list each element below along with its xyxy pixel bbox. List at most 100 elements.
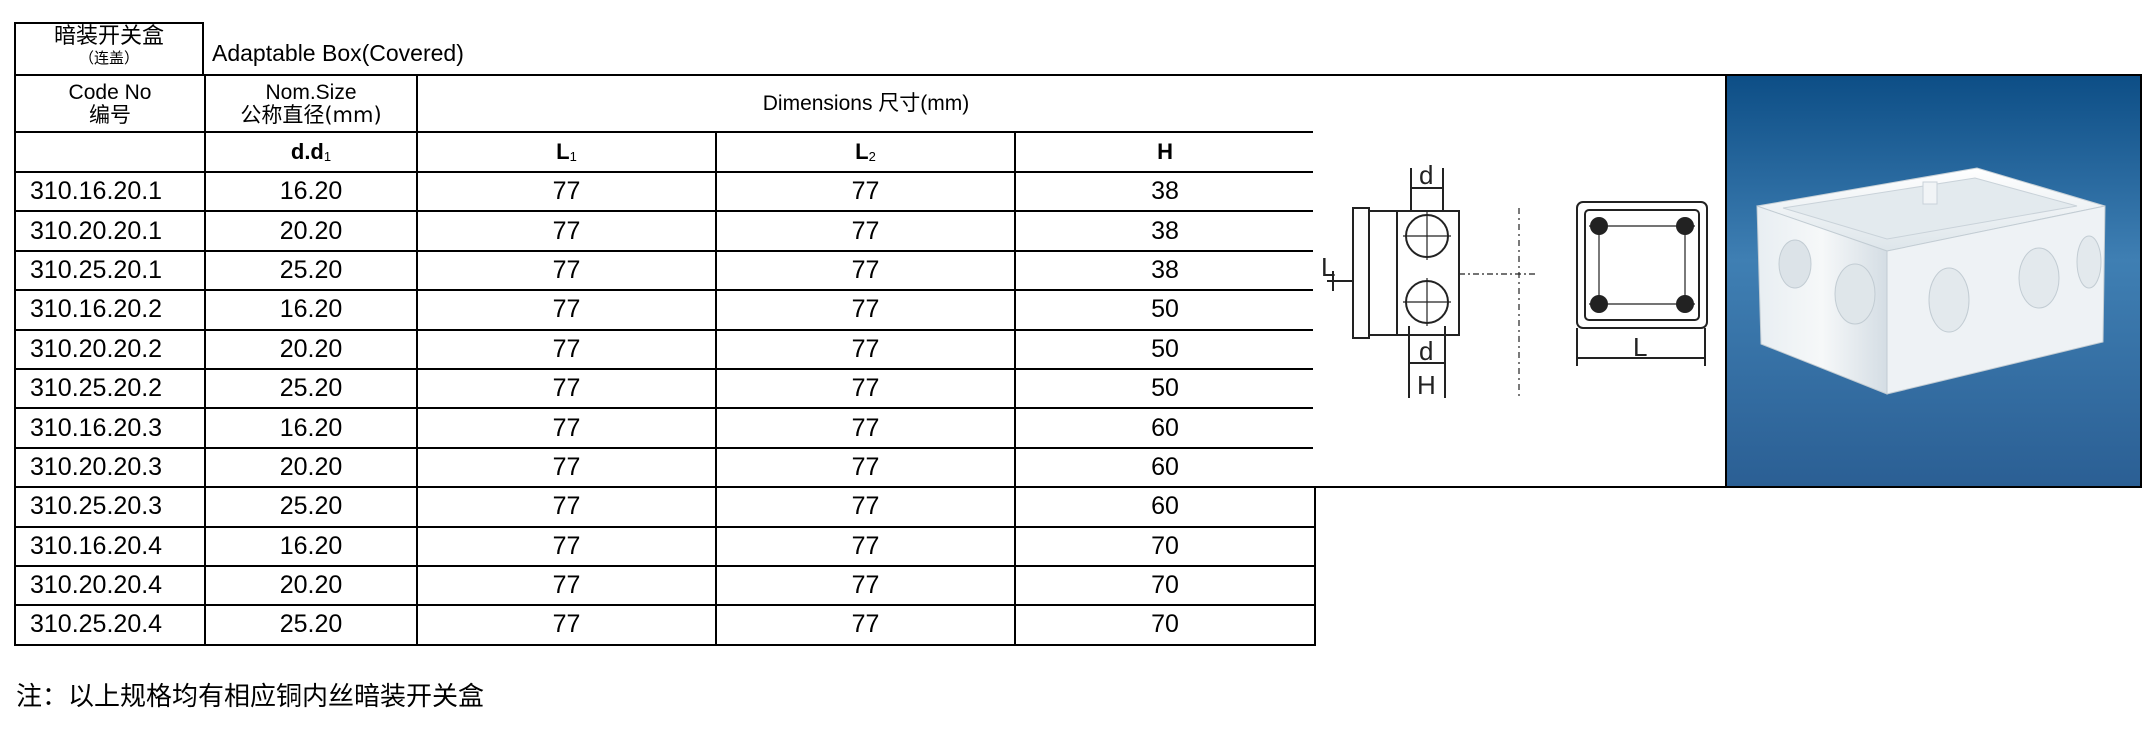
- table-row: 310.20.20.4 20.20 77 77 70: [14, 564, 1317, 607]
- table-subheader-row: d.d1 L1 L2 H: [14, 131, 1317, 173]
- cell-l2: 77: [715, 486, 1016, 528]
- cell-l1: 77: [416, 210, 717, 252]
- cell-code: 310.20.20.3: [14, 446, 206, 489]
- cell-l1: 77: [416, 486, 717, 528]
- footnote: 注：以上规格均有相应铜内丝暗装开关盒: [16, 682, 485, 712]
- cell-h: 38: [1013, 210, 1317, 252]
- cell-l2: 77: [715, 170, 1016, 213]
- table-row: 310.20.20.2 20.20 77 77 50: [14, 328, 1317, 370]
- cell-code: 310.20.20.2: [14, 328, 206, 370]
- cell-nom: 16.20: [204, 525, 418, 567]
- label-d1: d: [1419, 160, 1433, 190]
- cell-nom: 20.20: [204, 564, 418, 607]
- table-row: 310.25.20.2 25.20 77 77 50: [14, 367, 1317, 410]
- cell-h: 38: [1013, 249, 1317, 292]
- product-photo: [1725, 74, 2142, 488]
- header-nom: Nom.Size 公称直径(mm): [204, 74, 418, 133]
- cell-l2: 77: [715, 446, 1016, 489]
- label-l2: L: [1633, 332, 1647, 362]
- cell-l2: 77: [715, 604, 1016, 646]
- label-l1: L: [1321, 252, 1335, 282]
- table-row: 310.25.20.4 25.20 77 77 70: [14, 604, 1317, 646]
- screw-post-bottom-left: [1590, 295, 1608, 313]
- cell-nom: 16.20: [204, 407, 418, 449]
- title-en: Adaptable Box(Covered): [212, 40, 464, 66]
- cell-h: 60: [1013, 446, 1317, 489]
- subheader-l2: L2: [715, 131, 1016, 173]
- technical-drawing-panel: d d H L L: [1313, 74, 1727, 488]
- cell-h: 70: [1013, 525, 1317, 567]
- front-view-inner: [1584, 209, 1700, 321]
- cell-l2: 77: [715, 289, 1016, 331]
- cell-l1: 77: [416, 407, 717, 449]
- cell-code: 310.25.20.4: [14, 604, 206, 646]
- title-zh-box: 暗装开关盒 （连盖）: [14, 22, 204, 74]
- cell-l1: 77: [416, 367, 717, 410]
- table-row: 310.25.20.3 25.20 77 77 60: [14, 486, 1317, 528]
- cell-l1: 77: [416, 564, 717, 607]
- cell-code: 310.25.20.3: [14, 486, 206, 528]
- header-nom-zh: 公称直径(mm): [240, 102, 382, 127]
- cell-nom: 25.20: [204, 604, 418, 646]
- cell-nom: 20.20: [204, 328, 418, 370]
- cell-code: 310.16.20.1: [14, 170, 206, 213]
- header-nom-en: Nom.Size: [265, 80, 357, 104]
- cell-code: 310.25.20.1: [14, 249, 206, 292]
- cell-h: 70: [1013, 564, 1317, 607]
- cell-h: 50: [1013, 367, 1317, 410]
- cell-l1: 77: [416, 289, 717, 331]
- screw-post-top-right: [1676, 217, 1694, 235]
- table-row: 310.16.20.2 16.20 77 77 50: [14, 289, 1317, 331]
- cell-nom: 20.20: [204, 210, 418, 252]
- cell-nom: 25.20: [204, 486, 418, 528]
- cell-l2: 77: [715, 367, 1016, 410]
- cell-code: 310.20.20.1: [14, 210, 206, 252]
- cell-l2: 77: [715, 564, 1016, 607]
- label-d: d: [1419, 336, 1433, 366]
- cell-code: 310.25.20.2: [14, 367, 206, 410]
- side-view-body: [1396, 210, 1460, 336]
- title-zh-sub: （连盖）: [78, 49, 139, 67]
- cell-nom: 20.20: [204, 446, 418, 489]
- cell-h: 60: [1013, 486, 1317, 528]
- cell-code: 310.16.20.4: [14, 525, 206, 567]
- subheader-h: H: [1013, 131, 1317, 173]
- cell-l1: 77: [416, 249, 717, 292]
- technical-drawing: d d H L L: [1321, 160, 1708, 400]
- cell-l1: 77: [416, 604, 717, 646]
- side-view-flange: [1352, 207, 1370, 339]
- front-view-outer: [1576, 201, 1708, 329]
- side-view-lip: [1368, 210, 1398, 336]
- spec-table: Code No 编号 Nom.Size 公称直径(mm) Dimensions …: [14, 74, 1317, 646]
- subheader-l1: L1: [416, 131, 717, 173]
- header-code-zh: 编号: [89, 102, 131, 127]
- cell-nom: 25.20: [204, 249, 418, 292]
- cell-code: 310.20.20.4: [14, 564, 206, 607]
- cell-l2: 77: [715, 210, 1016, 252]
- cell-h: 50: [1013, 328, 1317, 370]
- cell-l1: 77: [416, 446, 717, 489]
- cell-h: 70: [1013, 604, 1317, 646]
- table-header-row: Code No 编号 Nom.Size 公称直径(mm) Dimensions …: [14, 74, 1317, 133]
- cell-l1: 77: [416, 170, 717, 213]
- cell-h: 60: [1013, 407, 1317, 449]
- cell-code: 310.16.20.3: [14, 407, 206, 449]
- label-h: H: [1417, 370, 1436, 400]
- subheader-blank: [14, 131, 206, 173]
- cell-code: 310.16.20.2: [14, 289, 206, 331]
- header-code: Code No 编号: [14, 74, 206, 133]
- subheader-d: d.d1: [204, 131, 418, 173]
- cell-nom: 25.20: [204, 367, 418, 410]
- table-row: 310.16.20.3 16.20 77 77 60: [14, 407, 1317, 449]
- table-row: 310.20.20.1 20.20 77 77 38: [14, 210, 1317, 252]
- header-dimensions: Dimensions 尺寸(mm): [415, 74, 1317, 133]
- table-row: 310.20.20.3 20.20 77 77 60: [14, 446, 1317, 489]
- table-row: 310.16.20.1 16.20 77 77 38: [14, 170, 1317, 213]
- cell-h: 38: [1013, 170, 1317, 213]
- table-row: 310.25.20.1 25.20 77 77 38: [14, 249, 1317, 292]
- cell-l2: 77: [715, 328, 1016, 370]
- cell-nom: 16.20: [204, 289, 418, 331]
- cell-l2: 77: [715, 407, 1016, 449]
- table-row: 310.16.20.4 16.20 77 77 70: [14, 525, 1317, 567]
- screw-post-top-left: [1590, 217, 1608, 235]
